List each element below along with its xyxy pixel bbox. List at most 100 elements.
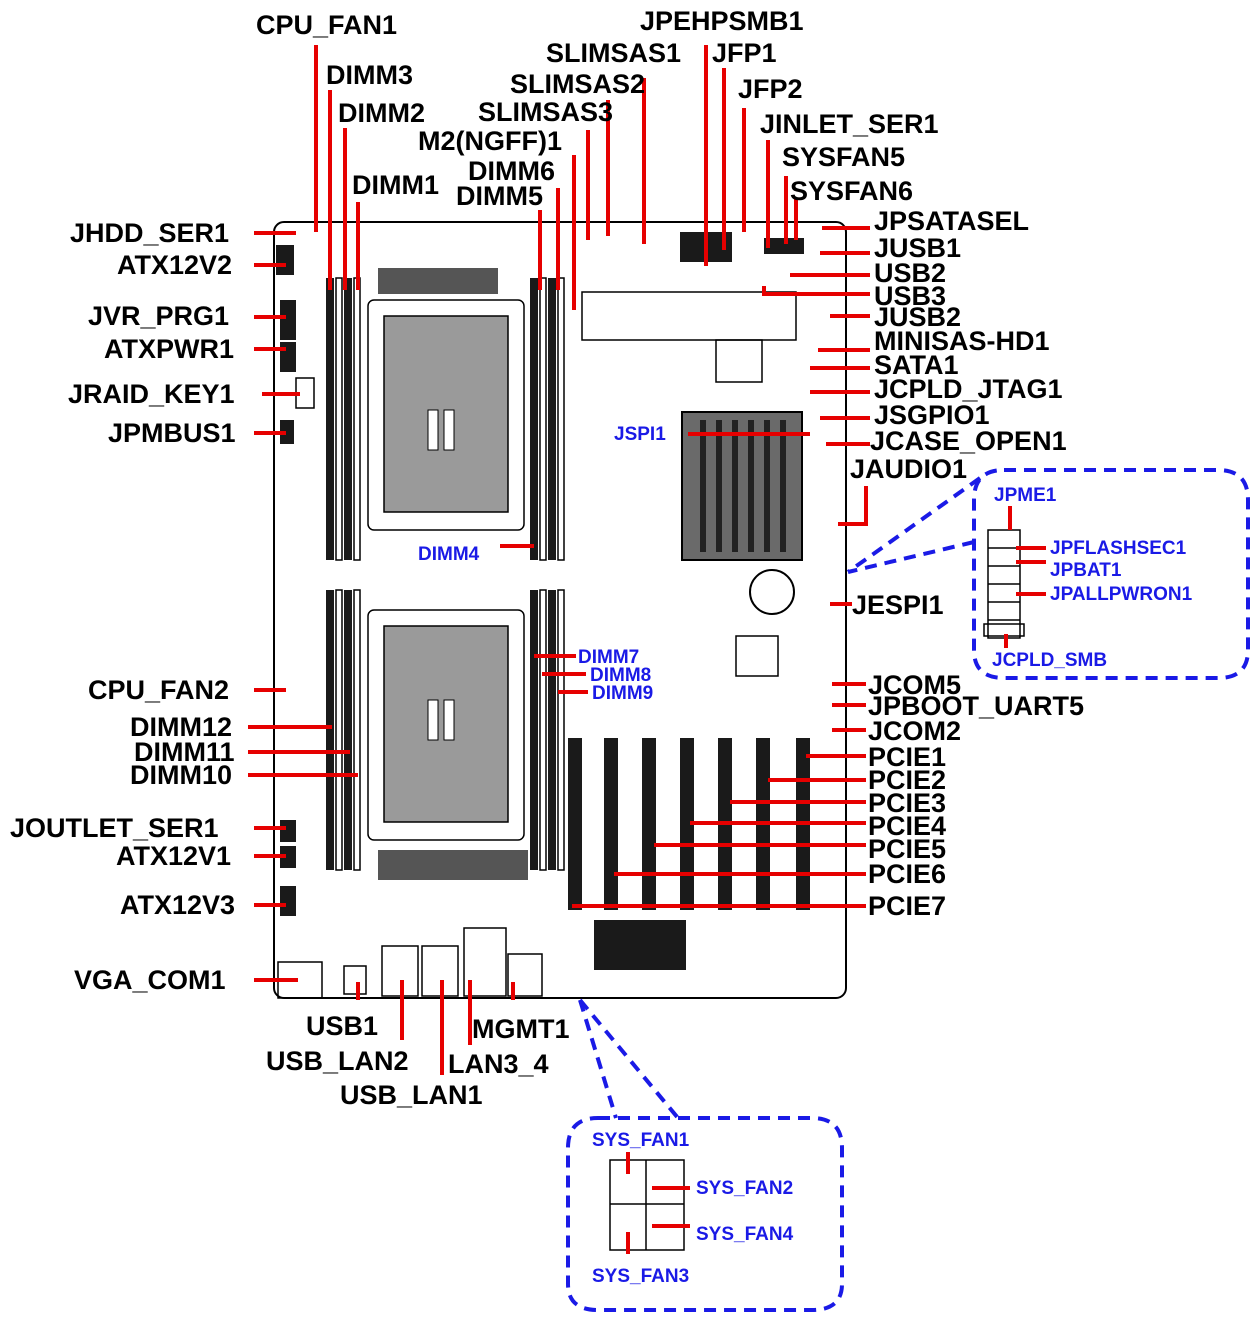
label-jfp1: JFP1	[712, 38, 777, 68]
label-slimsas3: SLIMSAS3	[478, 97, 613, 127]
label-dimm5: DIMM5	[456, 181, 543, 211]
label-pcie5: PCIE5	[868, 834, 946, 864]
label-atxpwr1: ATXPWR1	[104, 334, 234, 364]
label-jusb1: JUSB1	[874, 233, 961, 263]
label-usb3: USB3	[874, 281, 946, 311]
label-dimm7: DIMM7	[578, 647, 639, 668]
label-atx12v2: ATX12V2	[117, 250, 232, 280]
jvr-prg1-connector	[280, 300, 296, 340]
label-dimm2: DIMM2	[338, 98, 425, 128]
label-pcie3: PCIE3	[868, 788, 946, 818]
m2-area	[581, 291, 797, 341]
mgmt1-port	[507, 953, 543, 997]
label-jpflashsec1: JPFLASHSEC1	[1050, 538, 1187, 559]
sys-fan-inset	[566, 998, 844, 1312]
label-atx12v3: ATX12V3	[120, 890, 235, 920]
chipset-heatsink	[681, 411, 803, 561]
label-pcie2: PCIE2	[868, 765, 946, 795]
atx12v2-connector	[276, 245, 294, 275]
label-jcpld-jtag1: JCPLD_JTAG1	[874, 374, 1063, 404]
label-jvr-prg1: JVR_PRG1	[88, 301, 229, 331]
atx12v1-connector	[280, 846, 296, 868]
joutlet-ser1-connector	[280, 820, 296, 842]
cpu1-socket	[367, 299, 525, 531]
label-jpbat1: JPBAT1	[1050, 560, 1122, 581]
label-sysfan5: SYSFAN5	[782, 142, 905, 172]
atxpwr1-connector	[280, 342, 296, 372]
label-vga-com1: VGA_COM1	[74, 965, 226, 995]
label-pcie6: PCIE6	[868, 859, 946, 889]
label-dimm6: DIMM6	[468, 156, 555, 186]
label-usb-lan1: USB_LAN1	[340, 1080, 483, 1110]
label-usb-lan2: USB_LAN2	[266, 1046, 409, 1076]
label-jpboot-uart5: JPBOOT_UART5	[868, 691, 1084, 721]
bmc-chip	[715, 339, 763, 383]
cpu2-socket	[367, 609, 525, 841]
label-sys-fan2: SYS_FAN2	[696, 1178, 793, 1199]
label-jspi1: JSPI1	[614, 424, 666, 445]
atx12v3-connector	[280, 886, 296, 916]
label-usb1: USB1	[306, 1011, 378, 1041]
label-jcase-open1: JCASE_OPEN1	[870, 426, 1067, 456]
dimm-slots-cpu2-right	[530, 589, 565, 871]
label-jinlet-ser1: JINLET_SER1	[760, 109, 939, 139]
lan3-4-port	[463, 927, 507, 997]
label-sys-fan1: SYS_FAN1	[592, 1130, 690, 1151]
label-jcom5: JCOM5	[868, 670, 961, 700]
label-m2-ngff1: M2(NGFF)1	[418, 126, 562, 156]
label-jaudio1: JAUDIO1	[850, 454, 967, 484]
label-dimm11: DIMM11	[134, 737, 235, 767]
aux-chip	[735, 635, 779, 677]
label-sata1: SATA1	[874, 350, 959, 380]
label-cpu-fan2: CPU_FAN2	[88, 675, 229, 705]
label-jpsatasel: JPSATASEL	[874, 206, 1029, 236]
label-dimm10: DIMM10	[130, 760, 232, 790]
usb1-port	[343, 965, 367, 995]
label-atx12v1: ATX12V1	[116, 841, 231, 871]
label-minisas-hd1: MINISAS-HD1	[874, 326, 1050, 356]
sysfan-headers	[764, 238, 804, 254]
jpmbus1-connector	[280, 420, 294, 444]
label-jfp2: JFP2	[738, 74, 803, 104]
label-jusb2: JUSB2	[874, 302, 961, 332]
label-dimm3: DIMM3	[326, 60, 413, 90]
label-joutlet-ser1: JOUTLET_SER1	[10, 813, 219, 843]
label-jsgpio1: JSGPIO1	[874, 400, 990, 430]
label-dimm4: DIMM4	[418, 544, 480, 565]
label-usb2: USB2	[874, 258, 946, 288]
label-dimm9: DIMM9	[592, 683, 653, 704]
lan-controller	[594, 920, 686, 970]
label-jespi1: JESPI1	[852, 590, 944, 620]
label-jhdd-ser1: JHDD_SER1	[70, 218, 229, 248]
label-jcpld-smb: JCPLD_SMB	[992, 650, 1107, 671]
label-jpehpsmb1: JPEHPSMB1	[640, 6, 804, 36]
label-dimm12: DIMM12	[130, 712, 232, 742]
label-jpme1: JPME1	[994, 485, 1057, 506]
cpu1-vrm	[378, 268, 498, 294]
label-pcie1: PCIE1	[868, 742, 946, 772]
label-jpallpwron1: JPALLPWRON1	[1050, 584, 1193, 605]
label-sys-fan3: SYS_FAN3	[592, 1266, 689, 1287]
label-slimsas1: SLIMSAS1	[546, 38, 681, 68]
dimm-slots-cpu1-right	[530, 277, 565, 561]
label-mgmt1: MGMT1	[472, 1014, 570, 1044]
battery	[749, 569, 795, 615]
cpu2-vrm	[378, 850, 528, 880]
label-dimm8: DIMM8	[590, 665, 651, 686]
label-dimm1: DIMM1	[352, 170, 439, 200]
label-sysfan6: SYSFAN6	[790, 176, 913, 206]
label-pcie7: PCIE7	[868, 891, 946, 921]
fan-header-block	[609, 1159, 685, 1251]
label-pcie4: PCIE4	[868, 811, 946, 841]
label-jcom2: JCOM2	[868, 716, 961, 746]
label-lan3-4: LAN3_4	[448, 1049, 549, 1079]
label-cpu-fan1: CPU_FAN1	[256, 10, 397, 40]
leader-lines	[248, 45, 870, 1075]
jumper-inset	[846, 468, 1250, 680]
label-jpmbus1: JPMBUS1	[108, 418, 236, 448]
label-jraid-key1: JRAID_KEY1	[68, 379, 235, 409]
dimm-slots-cpu2-left	[326, 589, 361, 871]
label-sys-fan4: SYS_FAN4	[696, 1224, 794, 1245]
label-slimsas2: SLIMSAS2	[510, 69, 645, 99]
